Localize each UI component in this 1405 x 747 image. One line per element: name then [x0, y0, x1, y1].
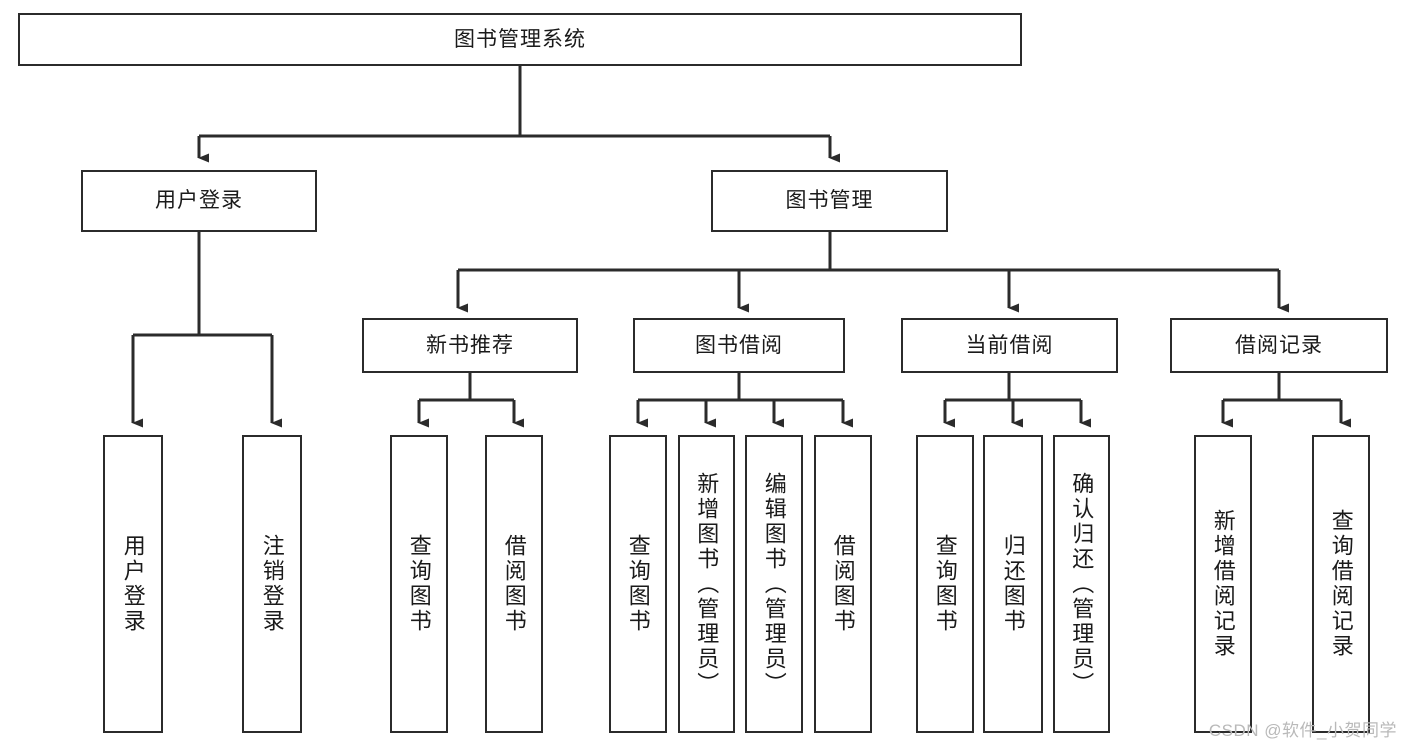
node-new-book-recommend[interactable]: 新书推荐	[362, 318, 578, 373]
node-label: 用户登录	[120, 534, 146, 634]
leaf-current-borrow-return[interactable]: 归还图书	[983, 435, 1043, 733]
leaf-user-login-logout[interactable]: 注销登录	[242, 435, 302, 733]
node-label: 图书管理	[785, 189, 874, 213]
node-label: 注销登录	[259, 534, 285, 634]
node-label: 归还图书	[1000, 534, 1026, 634]
node-label: 用户登录	[155, 189, 243, 213]
node-label: 新书推荐	[426, 333, 514, 357]
node-label: 当前借阅	[965, 333, 1054, 357]
node-current-borrow[interactable]: 当前借阅	[901, 318, 1118, 373]
node-label: 编辑图书（管理员）	[761, 471, 787, 697]
node-label: 借阅图书	[501, 534, 527, 634]
leaf-current-borrow-confirm-return[interactable]: 确认归还（管理员）	[1053, 435, 1110, 733]
node-label: 查询图书	[932, 534, 958, 634]
leaf-book-borrow-borrow[interactable]: 借阅图书	[814, 435, 872, 733]
node-label: 借阅记录	[1235, 333, 1323, 357]
watermark-text: CSDN @软件_小贺同学	[1208, 721, 1397, 740]
node-book-management[interactable]: 图书管理	[711, 170, 948, 232]
node-user-login[interactable]: 用户登录	[81, 170, 317, 232]
node-label: 查询图书	[625, 534, 651, 634]
leaf-user-login-login[interactable]: 用户登录	[103, 435, 163, 733]
leaf-new-book-query[interactable]: 查询图书	[390, 435, 448, 733]
leaf-new-book-borrow[interactable]: 借阅图书	[485, 435, 543, 733]
leaf-book-borrow-edit[interactable]: 编辑图书（管理员）	[745, 435, 803, 733]
node-label: 查询图书	[406, 534, 432, 634]
leaf-borrow-record-add[interactable]: 新增借阅记录	[1194, 435, 1252, 733]
node-label: 新增图书（管理员）	[694, 471, 720, 697]
leaf-borrow-record-query[interactable]: 查询借阅记录	[1312, 435, 1370, 733]
leaf-current-borrow-query[interactable]: 查询图书	[916, 435, 974, 733]
node-label: 查询借阅记录	[1328, 509, 1354, 659]
leaf-book-borrow-query[interactable]: 查询图书	[609, 435, 667, 733]
node-root-book-management-system[interactable]: 图书管理系统	[18, 13, 1022, 66]
node-label: 确认归还（管理员）	[1069, 471, 1095, 697]
leaf-book-borrow-add[interactable]: 新增图书（管理员）	[678, 435, 735, 733]
node-borrow-record[interactable]: 借阅记录	[1170, 318, 1388, 373]
node-book-borrow[interactable]: 图书借阅	[633, 318, 845, 373]
node-label: 图书借阅	[695, 333, 783, 357]
node-label: 借阅图书	[830, 534, 856, 634]
node-label: 图书管理系统	[454, 27, 586, 51]
node-label: 新增借阅记录	[1210, 509, 1236, 659]
